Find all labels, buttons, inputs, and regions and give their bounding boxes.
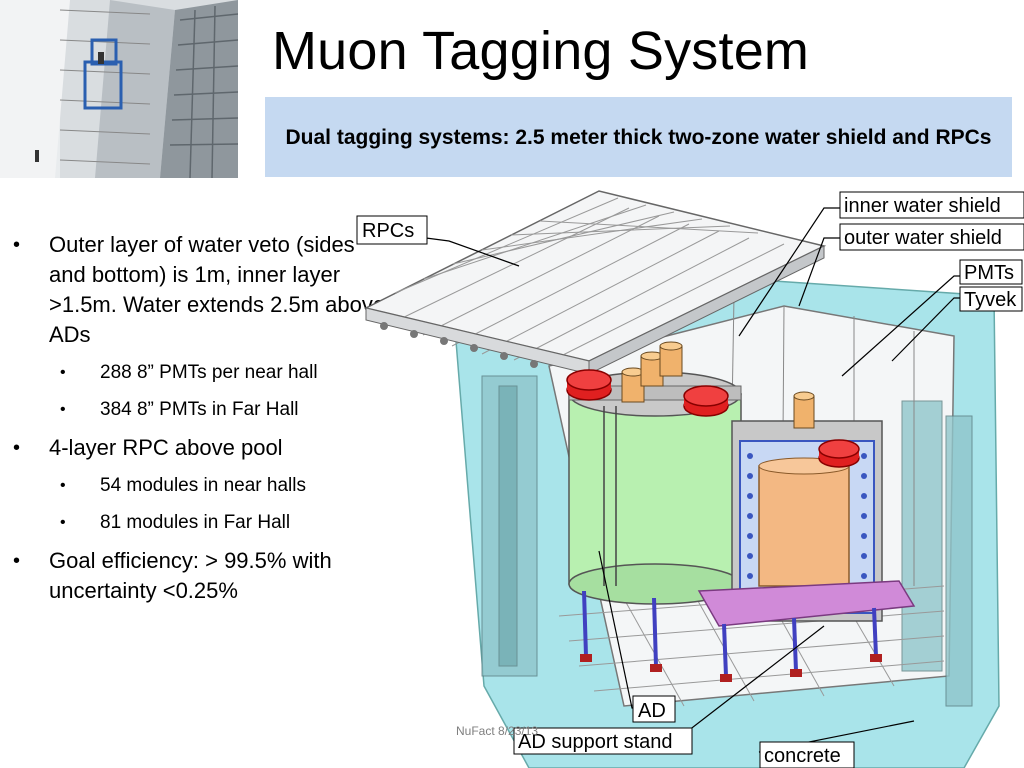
label-outer-water-shield: outer water shield [844,227,1002,249]
label-tyvek: Tyvek [964,289,1017,311]
sub-bullet-item: • 288 8” PMTs per near hall [0,359,392,386]
bullet-text: 4-layer RPC above pool [49,435,283,460]
photo-drawing [0,0,238,178]
slide-footer: NuFact 8/23/13 [456,724,539,738]
sub-bullet-text: 288 8” PMTs per near hall [100,362,318,383]
pool-construction-photo [0,0,238,178]
subtitle-banner: Dual tagging systems: 2.5 meter thick tw… [265,97,1012,177]
sub-bullet-item: • 384 8” PMTs in Far Hall [0,396,392,423]
sub-bullet-item: • 54 modules in near halls [0,472,392,499]
bullet-dot: • [60,514,66,531]
bullet-dot: • [60,364,66,381]
bullet-list: • Outer layer of water veto (sides and b… [0,230,392,615]
bullet-dot: • [13,550,21,572]
bullet-text: Outer layer of water veto (sides and bot… [49,232,386,347]
label-concrete: concrete [764,745,841,767]
slide-title: Muon Tagging System [272,21,810,81]
sub-bullet-text: 81 modules in Far Hall [100,512,291,533]
antineutrino-detector-left [568,393,742,585]
bullet-text: Goal efficiency: > 99.5% with uncertaint… [49,548,332,603]
label-rpcs: RPCs [362,220,414,242]
detector-cutaway-diagram: RPCs inner water shield outer water shie… [354,186,1024,768]
label-pmts: PMTs [964,262,1014,284]
bullet-dot: • [60,477,66,494]
bullet-dot: • [13,437,21,459]
bullet-item: • 4-layer RPC above pool [0,433,392,463]
label-ad-support-stand: AD support stand [518,731,673,753]
label-inner-water-shield: inner water shield [844,195,1001,217]
bullet-dot: • [13,234,21,256]
bullet-item: • Outer layer of water veto (sides and b… [0,230,392,350]
sub-bullet-item: • 81 modules in Far Hall [0,509,392,536]
bullet-dot: • [60,401,66,418]
sub-bullet-text: 384 8” PMTs in Far Hall [100,399,299,420]
diagram-drawing: RPCs inner water shield outer water shie… [356,190,1024,768]
bullet-item: • Goal efficiency: > 99.5% with uncertai… [0,546,392,606]
label-ad: AD [638,700,666,722]
ad-support-stand [697,580,916,627]
sub-bullet-text: 54 modules in near halls [100,475,306,496]
subtitle-text: Dual tagging systems: 2.5 meter thick tw… [285,125,992,149]
